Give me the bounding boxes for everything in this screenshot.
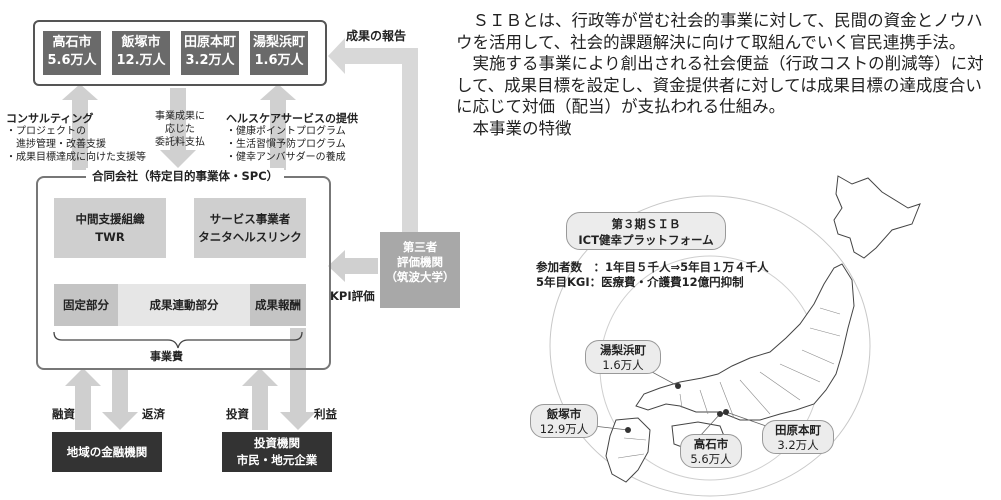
- twr-line2: TWR: [95, 230, 125, 244]
- third-line: 評価機関: [397, 255, 443, 269]
- label-pop: 3.2万人: [777, 438, 819, 452]
- marker-tawaramoto: [723, 409, 729, 415]
- healthcare-item: ・健幸アンバサダーの養成: [226, 152, 346, 163]
- kpi-label: KPI評価: [330, 289, 375, 303]
- payment-line: 応じた: [165, 124, 195, 135]
- city-yurihama: 湯梨浜町 1.6万人: [250, 31, 308, 75]
- label-pop: 1.6万人: [602, 358, 644, 372]
- city-pop: 1.6万人: [254, 53, 304, 68]
- map-kyushu: [605, 417, 651, 483]
- consulting-item: ・プロジェクトの: [6, 126, 86, 137]
- tanita-line2: タニタヘルスリンク: [198, 230, 302, 244]
- arrow-invest-up: [242, 368, 278, 430]
- description-p2: 実施する事業により創出される社会便益（行政コストの削減等）に対して、成果目標を設…: [456, 54, 984, 116]
- map-title-badge: 第３期ＳＩＢ ICT健幸プラットフォーム: [566, 212, 726, 250]
- repay-label: 返済: [142, 407, 165, 421]
- city-pop: 12.万人: [116, 53, 166, 68]
- fixed-part: 固定部分: [54, 284, 118, 326]
- map-title-line1: 第３期ＳＩＢ: [611, 217, 681, 231]
- healthcare-item: ・生活習慣予防プログラム: [226, 139, 346, 150]
- map-hokkaido: [833, 175, 921, 259]
- arrow-payment-down: [160, 88, 196, 168]
- arrow-kpi: [328, 250, 378, 282]
- report-label: 成果の報告: [346, 29, 407, 43]
- description-p3: 本事業の特徴: [472, 118, 572, 138]
- label-pop: 12.9万人: [539, 422, 589, 436]
- marker-yurihama: [675, 383, 681, 389]
- tanita-line1: サービス事業者: [209, 212, 291, 226]
- bank-box: 地域の金融機関: [52, 432, 162, 472]
- arrow-repay-down: [102, 370, 138, 430]
- map-title-line2: ICT健幸プラットフォーム: [578, 233, 714, 247]
- map-stats: 参加者数 ：1年目５千人⇒5年目１万４千人 5年目KGI：医療費・介護費12億円…: [536, 260, 769, 290]
- consulting-text: コンサルティング ・プロジェクトの 進捗管理・改善支援 ・成果目標達成に向けた支…: [6, 112, 166, 164]
- kgi-text: 5年目KGI：医療費・介護費12億円抑制: [536, 275, 744, 289]
- project-cost-brace: [53, 331, 303, 349]
- map-prefecture-lines: [617, 307, 841, 459]
- city-tawaramoto: 田原本町 3.2万人: [181, 31, 239, 75]
- spc-title: 合同会社（特定目的事業体・SPC）: [86, 168, 285, 184]
- description-p1: ＳＩＢとは、行政等が営む社会的事業に対して、民間の資金とノウハウを活用して、社会…: [456, 11, 983, 52]
- payment-line: 委託料支払: [155, 137, 205, 148]
- healthcare-item: ・健康ポイントプログラム: [226, 126, 346, 137]
- investor-box: 投資機関 市民・地元企業: [222, 432, 332, 472]
- map-label-yurihama: 湯梨浜町 1.6万人: [585, 340, 661, 374]
- city-takaishi: 高石市 5.6万人: [43, 31, 101, 75]
- payment-line: 事業成果に: [155, 111, 205, 122]
- invest-label: 投資: [226, 407, 249, 421]
- third-line: 第三者: [402, 240, 438, 254]
- twr-line1: 中間支援組織: [75, 212, 145, 226]
- map-ring: [549, 195, 871, 497]
- map-label-tawaramoto: 田原本町 3.2万人: [762, 420, 834, 454]
- consulting-item: 進捗管理・改善支援: [6, 139, 106, 150]
- map-label-takaishi: 高石市 5.6万人: [680, 434, 742, 468]
- city-name: 高石市: [52, 35, 92, 50]
- participants-text: 参加者数 ：1年目５千人⇒5年目１万４千人: [536, 260, 769, 274]
- label-name: 湯梨浜町: [600, 343, 646, 357]
- arrow-report: [328, 38, 418, 232]
- loan-label: 融資: [52, 407, 75, 421]
- tanita-box: サービス事業者 タニタヘルスリンク: [194, 198, 306, 258]
- marker-iizuka: [625, 427, 631, 433]
- map-honshu: [635, 263, 855, 421]
- japan-map: [549, 175, 921, 497]
- city-name: 飯塚市: [121, 35, 161, 50]
- city-name: 田原本町: [183, 35, 236, 50]
- arrow-consulting-up: [62, 84, 98, 170]
- map-label-iizuka: 飯塚市 12.9万人: [530, 404, 598, 438]
- consulting-item: ・成果目標達成に向けた支援等: [6, 152, 146, 163]
- description-text: ＳＩＢとは、行政等が営む社会的事業に対して、民間の資金とノウハウを活用して、社会…: [456, 10, 994, 139]
- payment-text: 事業成果に 応じた 委託料支払: [150, 110, 210, 149]
- reward-part: 成果報酬: [250, 284, 306, 326]
- label-pop: 5.6万人: [690, 452, 732, 466]
- third-party-box: 第三者 評価機関 （筑波大学）: [380, 232, 460, 308]
- marker-takaishi: [717, 411, 723, 417]
- healthcare-text: ヘルスケアサービスの提供 ・健康ポイントプログラム ・生活習慣予防プログラム ・…: [226, 112, 366, 164]
- project-cost-label: 事業費: [150, 350, 183, 363]
- healthcare-title: ヘルスケアサービスの提供: [226, 112, 358, 125]
- label-name: 高石市: [693, 437, 729, 451]
- investor-line2: 市民・地元企業: [236, 453, 318, 467]
- label-name: 飯塚市: [546, 407, 582, 421]
- label-name: 田原本町: [775, 423, 821, 437]
- arrow-reward-down: [280, 328, 316, 430]
- city-pop: 3.2万人: [185, 53, 235, 68]
- cities-box: 高石市 5.6万人 飯塚市 12.万人 田原本町 3.2万人 湯梨浜町 1.6万人: [33, 20, 327, 86]
- twr-box: 中間支援組織 TWR: [54, 198, 166, 258]
- profit-label: 利益: [314, 407, 337, 421]
- linked-part: 成果連動部分: [118, 284, 250, 326]
- third-line: （筑波大学）: [385, 270, 455, 284]
- arrow-loan-up: [65, 368, 101, 430]
- city-name: 湯梨浜町: [252, 35, 305, 50]
- consulting-title: コンサルティング: [6, 112, 94, 125]
- arrow-healthcare-up: [260, 84, 296, 170]
- city-pop: 5.6万人: [47, 53, 97, 68]
- city-iizuka: 飯塚市 12.万人: [112, 31, 170, 75]
- investor-line1: 投資機関: [254, 436, 300, 450]
